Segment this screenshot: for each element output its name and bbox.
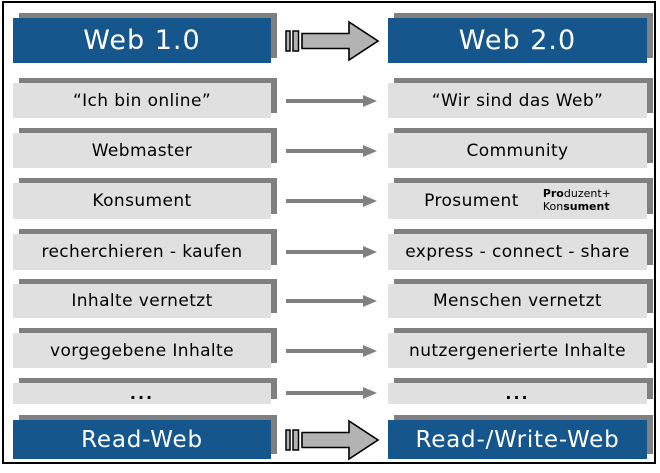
- prosument-annotation: Produzent+ Konsument: [543, 188, 611, 213]
- box-ellipsis-left: ...: [13, 378, 277, 404]
- box-webmaster: Webmaster: [13, 128, 277, 168]
- web20-header-box: Web 2.0: [388, 13, 653, 63]
- read-write-web-label: Read-/Write-Web: [415, 426, 620, 453]
- box-vorgegebene-inhalte: vorgegebene Inhalte: [13, 328, 277, 368]
- box-ich-bin-online: “Ich bin online”: [13, 78, 277, 118]
- label-inhalte-vernetzt: Inhalte vernetzt: [71, 291, 213, 311]
- block-arrow-icon: [285, 419, 380, 461]
- box-community: Community: [388, 128, 653, 168]
- box-inhalte-vernetzt: Inhalte vernetzt: [13, 279, 277, 318]
- box-nutzergenerierte-inhalte: nutzergenerierte Inhalte: [388, 328, 653, 368]
- box-prosument: Prosument Produzent+ Konsument: [388, 178, 653, 219]
- thin-arrow-icon: [286, 345, 377, 357]
- label-nutzergenerierte-inhalte: nutzergenerierte Inhalte: [409, 340, 626, 361]
- label-ellipsis-right: ...: [505, 384, 530, 403]
- thin-arrow-icon: [286, 387, 377, 399]
- label-express-connect-share: express - connect - share: [405, 242, 630, 262]
- annotation-line2: Konsument: [542, 200, 610, 213]
- label-wir-sind-das-web: “Wir sind das Web”: [431, 90, 604, 111]
- read-web-label: Read-Web: [81, 426, 203, 453]
- box-konsument: Konsument: [13, 178, 277, 219]
- thin-arrow-icon: [286, 295, 377, 307]
- thin-arrow-icon: [286, 95, 377, 107]
- label-prosument: Prosument: [424, 191, 519, 211]
- thin-arrow-icon: [286, 195, 377, 207]
- thin-arrow-icon: [286, 246, 377, 258]
- box-express-connect-share: express - connect - share: [388, 229, 653, 270]
- label-vorgegebene-inhalte: vorgegebene Inhalte: [50, 340, 234, 361]
- outer-border: [2, 1, 656, 464]
- label-konsument: Konsument: [92, 191, 192, 211]
- read-write-web-box: Read-/Write-Web: [388, 415, 653, 459]
- label-community: Community: [466, 140, 569, 161]
- label-recherchieren-kaufen: recherchieren - kaufen: [41, 242, 243, 262]
- block-arrow-icon: [285, 20, 380, 62]
- annotation-line1: Produzent+: [542, 187, 611, 201]
- web20-header-label: Web 2.0: [458, 25, 577, 56]
- label-webmaster: Webmaster: [91, 140, 193, 161]
- web10-header-label: Web 1.0: [83, 25, 201, 56]
- label-menschen-vernetzt: Menschen vernetzt: [432, 291, 602, 311]
- box-menschen-vernetzt: Menschen vernetzt: [388, 279, 653, 318]
- box-wir-sind-das-web: “Wir sind das Web”: [388, 78, 653, 118]
- box-recherchieren-kaufen: recherchieren - kaufen: [13, 229, 277, 270]
- label-ellipsis-left: ...: [129, 384, 155, 403]
- thin-arrow-icon: [286, 145, 377, 157]
- label-ich-bin-online: “Ich bin online”: [72, 90, 212, 111]
- web10-header-box: Web 1.0: [13, 13, 277, 63]
- box-ellipsis-right: ...: [388, 378, 653, 404]
- read-web-box: Read-Web: [13, 415, 277, 459]
